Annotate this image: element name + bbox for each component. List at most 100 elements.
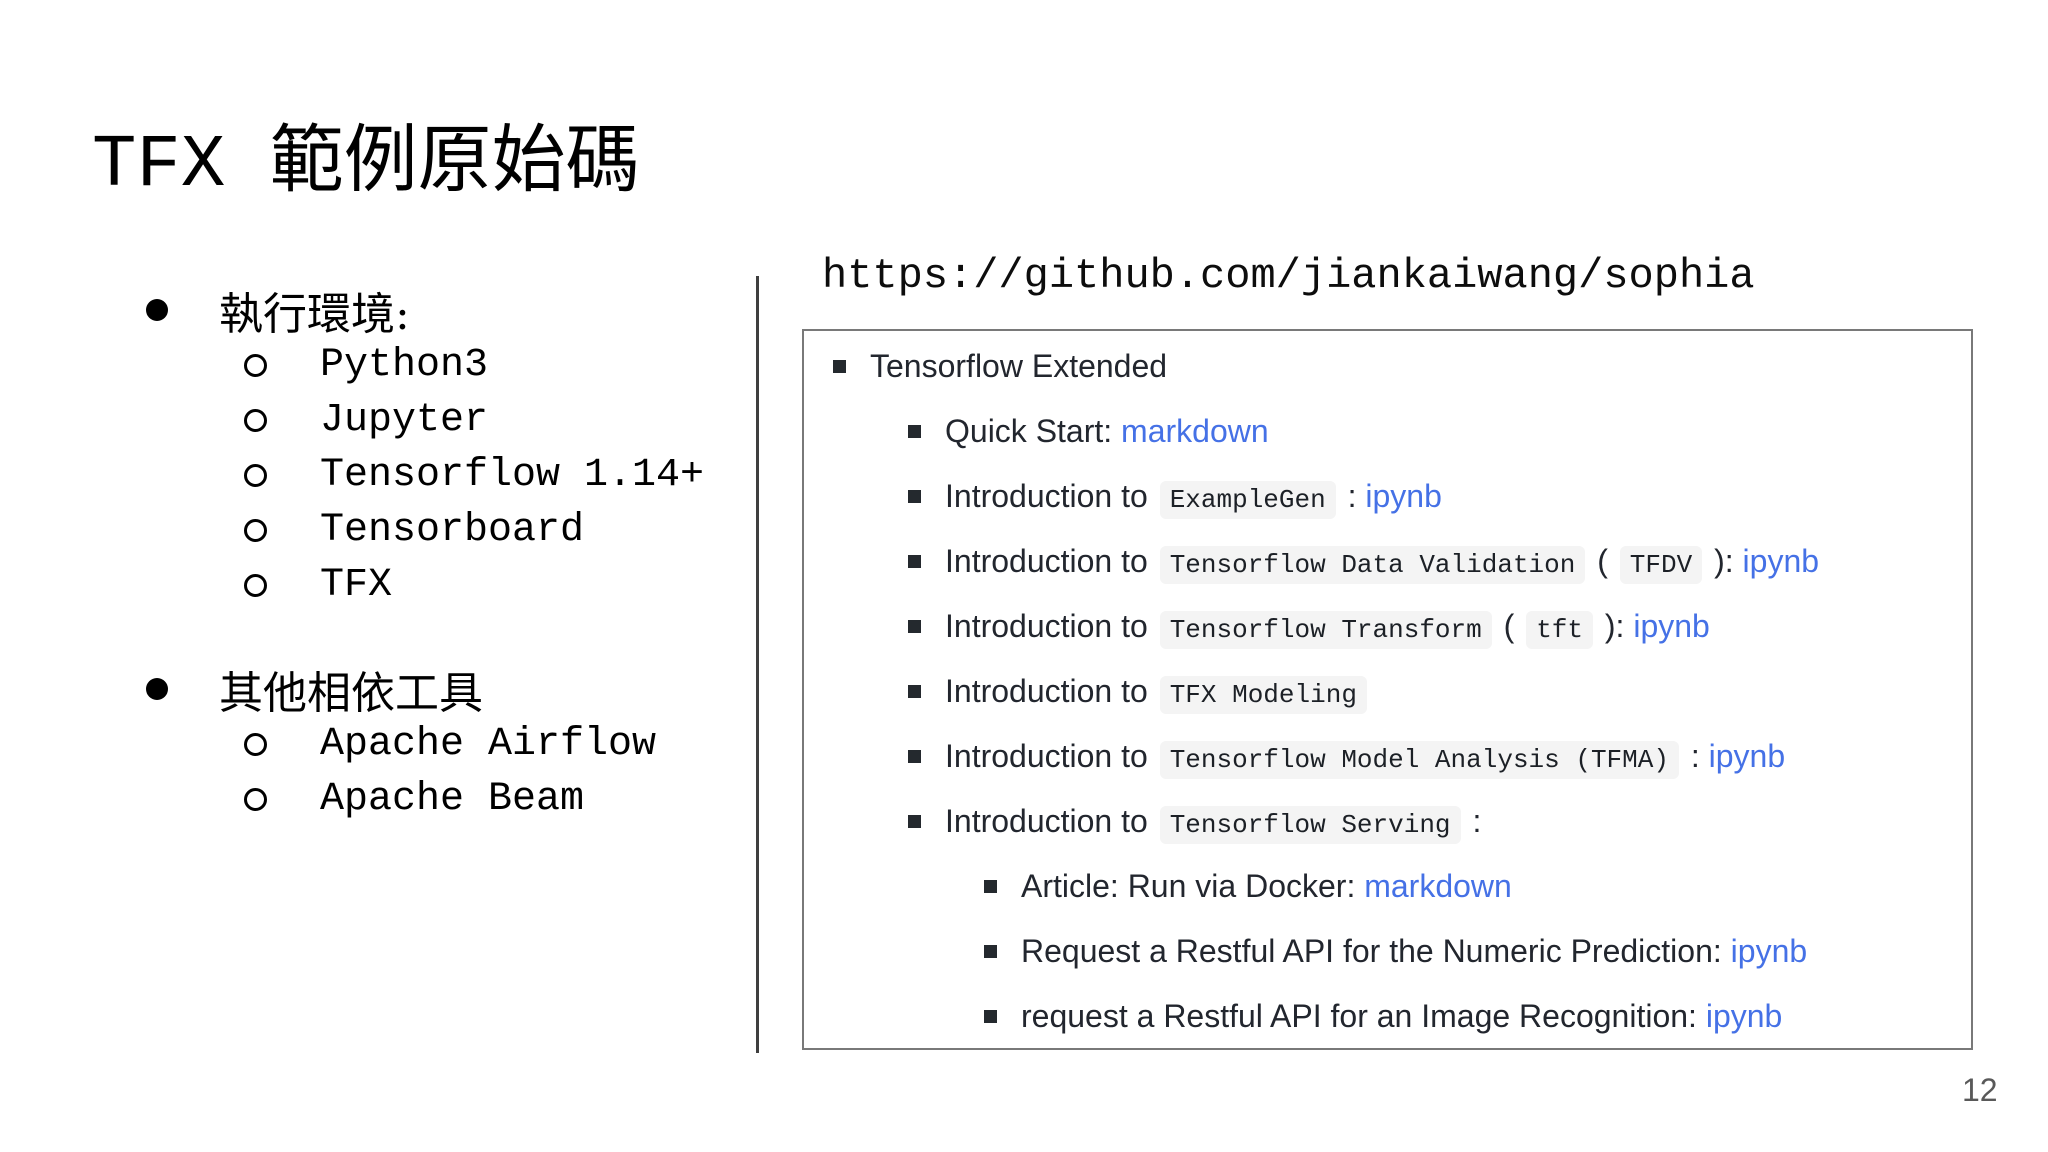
list-item-label: Apache Airflow	[320, 722, 657, 767]
link-ipynb[interactable]: ipynb	[1365, 478, 1442, 514]
text-segment: request a Restful API for an Image Recog…	[1021, 998, 1706, 1034]
list-item: Python3	[146, 338, 704, 393]
vertical-divider	[756, 276, 759, 1053]
text-segment: Quick Start:	[945, 413, 1122, 449]
list-item-label: Apache Beam	[320, 777, 585, 822]
code-span: Tensorflow Model Analysis (TFMA)	[1159, 741, 1679, 779]
link-ipynb[interactable]: ipynb	[1742, 543, 1820, 579]
text-segment: Introduction to	[945, 608, 1157, 644]
code-span: TFDV	[1619, 546, 1703, 584]
readme-item-text: request a Restful API for an Image Recog…	[1021, 998, 1782, 1035]
readme-list-item: Introduction to TFX Modeling	[804, 659, 1971, 724]
code-span: tft	[1526, 611, 1593, 649]
code-span: Tensorflow Transform	[1159, 611, 1492, 649]
code-span: Tensorflow Serving	[1159, 806, 1461, 844]
list-item-label: Python3	[320, 343, 489, 388]
bullet-ring-icon	[244, 519, 267, 542]
bullet-ring-icon	[244, 409, 267, 432]
text-segment: ):	[1596, 608, 1634, 644]
list-group-header: 執行環境:	[146, 282, 704, 340]
group-title: 執行環境:	[219, 289, 410, 340]
bullet-ring-icon	[244, 354, 267, 377]
readme-item-text: Introduction to Tensorflow Serving :	[945, 803, 1482, 844]
text-segment: :	[1681, 738, 1709, 774]
list-item: Jupyter	[146, 393, 704, 448]
readme-list-item: Introduction to Tensorflow Data Validati…	[804, 529, 1971, 594]
bullet-square-icon	[908, 750, 921, 763]
bullet-ring-icon	[244, 464, 267, 487]
bullet-square-icon	[908, 555, 921, 568]
code-span: ExampleGen	[1159, 481, 1336, 519]
bullet-circle-icon	[146, 678, 168, 700]
readme-item-text: Introduction to Tensorflow Transform ( t…	[945, 608, 1710, 649]
link-ipynb[interactable]: ipynb	[1708, 738, 1786, 774]
bullet-ring-icon	[244, 574, 267, 597]
text-segment: Request a Restful API for the Numeric Pr…	[1021, 933, 1731, 969]
text-segment: (	[1588, 543, 1617, 579]
link-ipynb[interactable]: ipynb	[1633, 608, 1710, 644]
text-segment: :	[1463, 803, 1482, 839]
readme-item-text: Introduction to ExampleGen : ipynb	[945, 478, 1442, 519]
code-span: Tensorflow Data Validation	[1159, 546, 1586, 584]
bullet-square-icon	[908, 620, 921, 633]
text-segment: Article: Run via Docker:	[1021, 868, 1365, 904]
code-span: TFX Modeling	[1159, 676, 1367, 714]
text-segment: Introduction to	[945, 673, 1157, 709]
text-segment: :	[1338, 478, 1366, 514]
group-gap	[146, 613, 704, 661]
page-title: TFX 範例原始碼	[92, 124, 640, 208]
link-markdown[interactable]: markdown	[1364, 868, 1512, 904]
readme-item-text: Article: Run via Docker: markdown	[1021, 868, 1512, 905]
bullet-square-icon	[833, 360, 846, 373]
list-group-header: 其他相依工具	[146, 661, 704, 719]
bullet-square-icon	[984, 880, 997, 893]
text-segment: Introduction to	[945, 478, 1157, 514]
bullet-square-icon	[908, 685, 921, 698]
readme-list-item: Introduction to ExampleGen : ipynb	[804, 464, 1971, 529]
bullet-circle-icon	[146, 299, 168, 321]
text-segment: (	[1494, 608, 1524, 644]
readme-list-item: Introduction to Tensorflow Model Analysi…	[804, 724, 1971, 789]
list-item: TFX	[146, 558, 704, 613]
bullet-ring-icon	[244, 788, 267, 811]
link-markdown[interactable]: markdown	[1121, 413, 1269, 449]
list-item-label: Tensorboard	[320, 508, 585, 553]
bullet-square-icon	[984, 945, 997, 958]
text-segment: Introduction to	[945, 803, 1157, 839]
readme-list-item: Request a Restful API for the Numeric Pr…	[804, 919, 1971, 984]
list-item-label: Jupyter	[320, 398, 489, 443]
bullet-ring-icon	[244, 733, 267, 756]
repo-url: https://github.com/jiankaiwang/sophia	[822, 252, 1755, 300]
page-number: 12	[1962, 1072, 1998, 1108]
readme-item-text: Introduction to TFX Modeling	[945, 673, 1370, 714]
readme-list-item: Article: Run via Docker: markdown	[804, 854, 1971, 919]
list-item: Tensorboard	[146, 503, 704, 558]
list-item: Tensorflow 1.14+	[146, 448, 704, 503]
bullet-square-icon	[908, 425, 921, 438]
text-segment: Introduction to	[945, 738, 1157, 774]
readme-list-item: Introduction to Tensorflow Transform ( t…	[804, 594, 1971, 659]
readme-list-item: Quick Start: markdown	[804, 399, 1971, 464]
bullet-square-icon	[908, 815, 921, 828]
readme-list-item: Tensorflow Extended	[804, 334, 1971, 399]
readme-item-text: Tensorflow Extended	[870, 348, 1167, 385]
readme-item-text: Quick Start: markdown	[945, 413, 1269, 450]
list-item-label: TFX	[320, 563, 393, 608]
text-segment: Introduction to	[945, 543, 1157, 579]
readme-list-item: Introduction to Tensorflow Serving :	[804, 789, 1971, 854]
text-segment: Tensorflow Extended	[870, 348, 1168, 384]
list-item-label: Tensorflow 1.14+	[320, 453, 705, 498]
bullet-square-icon	[984, 1010, 997, 1023]
readme-list-item: request a Restful API for an Image Recog…	[804, 984, 1971, 1048]
group-title: 其他相依工具	[219, 668, 483, 719]
readme-item-text: Introduction to Tensorflow Model Analysi…	[945, 738, 1786, 779]
link-ipynb[interactable]: ipynb	[1730, 933, 1808, 969]
bullet-square-icon	[908, 490, 921, 503]
readme-item-text: Introduction to Tensorflow Data Validati…	[945, 543, 1820, 584]
readme-item-text: Request a Restful API for the Numeric Pr…	[1021, 933, 1807, 970]
list-item: Apache Airflow	[146, 717, 704, 772]
link-ipynb[interactable]: ipynb	[1705, 998, 1783, 1034]
